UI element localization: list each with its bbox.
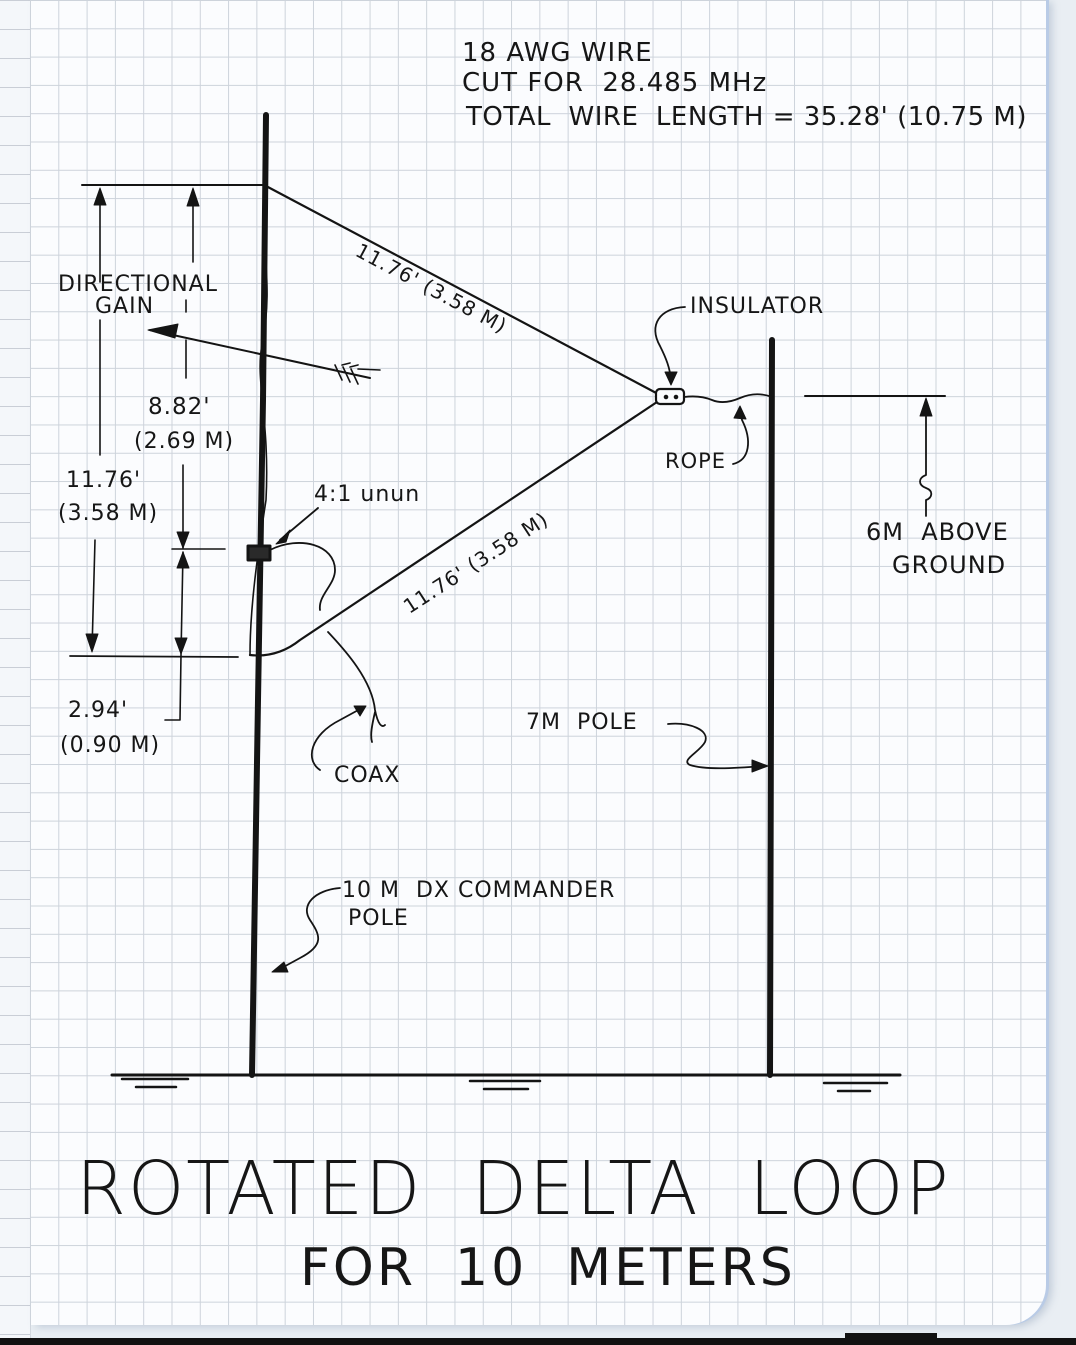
feed-height-ft: 8.82' [148, 394, 211, 420]
diagram-subtitle: FOR 10 METERS [300, 1238, 796, 1298]
graph-paper-page [30, 0, 1046, 1325]
bottom-edge [0, 1338, 1076, 1345]
diagram-title: ROTATED DELTA LOOP [76, 1146, 951, 1232]
notebook-spine [0, 0, 31, 1345]
loop-height-ft: 11.76' [66, 468, 142, 493]
insulator [654, 387, 686, 406]
ground-height-label-2: GROUND [892, 551, 1007, 579]
base-height-ft: 2.94' [68, 698, 129, 723]
feed-height-m: (2.69 M) [134, 429, 235, 454]
directional-gain-label: DIRECTIONAL [58, 272, 218, 297]
note-total-length: TOTAL WIRE LENGTH = 35.28' (10.75 M) [466, 102, 1028, 132]
ground-height-arrow [919, 399, 933, 517]
loop-height-m: (3.58 M) [58, 501, 159, 526]
loop-bottom-leg [248, 398, 662, 657]
unun-label: 4:1 unun [314, 482, 421, 507]
pole-wire-wrap [249, 184, 268, 656]
coax-arrow [310, 707, 363, 771]
base-height-dimension [164, 551, 184, 721]
dx-commander-label: 10 M DX COMMANDER [342, 878, 616, 903]
rope [683, 393, 773, 403]
directional-gain-label-2: GAIN [95, 294, 155, 319]
insulator-label: INSULATOR [690, 294, 825, 319]
loop-bottom-level-line [69, 655, 239, 658]
seven-meter-pole [767, 337, 775, 1078]
ground-symbol-center [468, 1079, 542, 1091]
base-height-m: (0.90 M) [60, 733, 161, 758]
feed-height-dimension [182, 189, 194, 549]
seven-meter-pole-arrow [667, 722, 763, 770]
bottom-tab [845, 1333, 937, 1341]
note-frequency: CUT FOR 28.485 MHz [462, 68, 768, 98]
rope-arrow [732, 409, 749, 465]
ground-symbol-right [822, 1081, 889, 1093]
ground-symbol-left [120, 1077, 190, 1089]
seven-meter-pole-label: 7M POLE [526, 710, 638, 735]
coax-label: COAX [334, 763, 401, 788]
unun [246, 544, 272, 562]
loop-height-dimension [91, 189, 101, 651]
dx-commander-label-2: POLE [348, 906, 409, 931]
directional-gain-arrow [149, 329, 371, 379]
insulator-arrow [654, 306, 686, 381]
dx-commander-pole [249, 112, 269, 1078]
coax-cable [269, 542, 386, 743]
rope-label: ROPE [665, 449, 727, 473]
loop-top-leg [264, 184, 662, 397]
note-wire-gauge: 18 AWG WIRE [462, 38, 653, 68]
dx-commander-arrow [277, 887, 341, 971]
ground-height-label: 6M ABOVE [866, 518, 1009, 546]
arrow-fletching [334, 362, 381, 385]
